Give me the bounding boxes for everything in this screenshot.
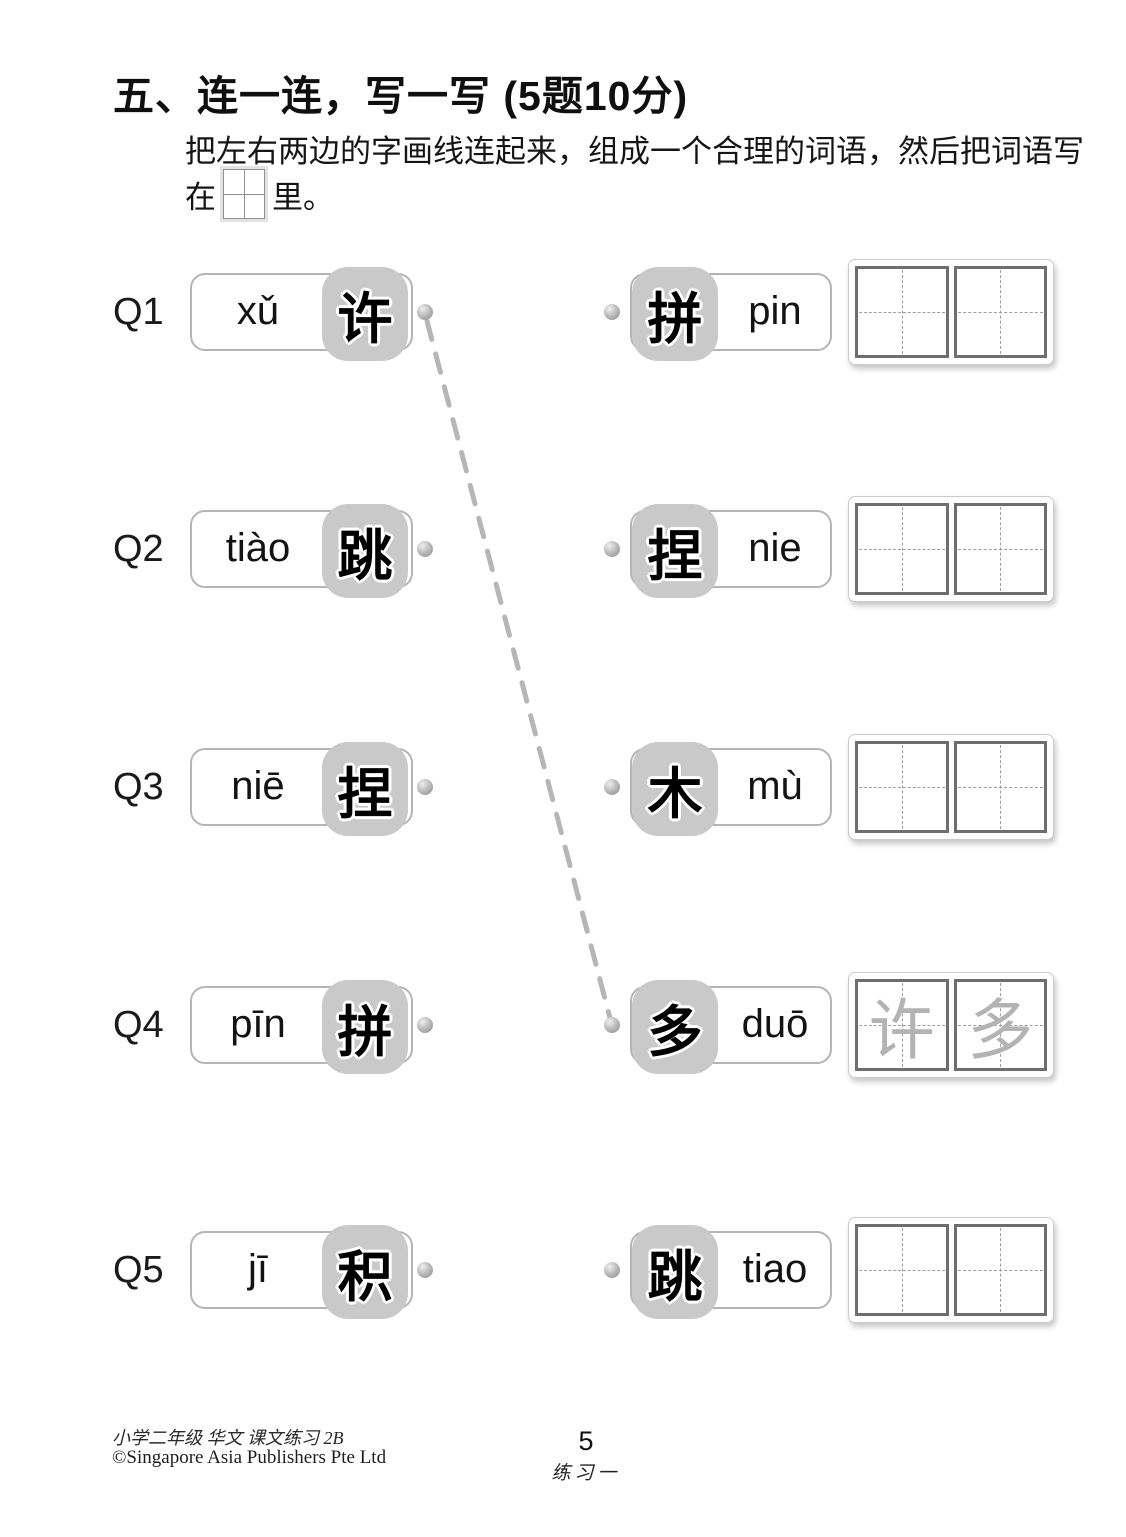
character-tile: 拼: [322, 980, 408, 1074]
connector-dot-left[interactable]: [417, 1262, 433, 1278]
question-label: Q1: [113, 291, 164, 333]
character-tile: 积: [322, 1225, 408, 1319]
connector-dot-right[interactable]: [604, 541, 620, 557]
right-card: 捏 nie: [630, 504, 832, 598]
writing-cell[interactable]: [953, 266, 1047, 358]
instruction-line-2-suffix: 里。: [272, 179, 334, 215]
pinyin-label: tiào: [225, 526, 291, 570]
footer-copyright: ©Singapore Asia Publishers Pte Ltd: [112, 1447, 387, 1468]
answer-character: [858, 506, 946, 592]
pinyin-label: duō: [741, 1002, 809, 1046]
character-tile: 木: [632, 742, 718, 836]
answer-character: [858, 1227, 946, 1313]
right-card: 多 duō: [630, 980, 832, 1074]
character-tile: 多: [632, 980, 718, 1074]
writing-cell[interactable]: [953, 503, 1047, 595]
connector-dot-right[interactable]: [604, 1262, 620, 1278]
writing-grid: [848, 259, 1054, 365]
writing-cell[interactable]: [953, 741, 1047, 833]
instruction-line-2: 在 里。: [185, 164, 334, 224]
writing-cell[interactable]: [855, 503, 949, 595]
character-tile: 跳: [322, 504, 408, 598]
question-row: Q5 jī 积 跳 tiao: [0, 1217, 1126, 1323]
pinyin-label: mù: [747, 764, 803, 808]
character-tile: 捏: [322, 742, 408, 836]
question-label: Q2: [113, 528, 164, 570]
character-tile: 跳: [632, 1225, 718, 1319]
left-card: pīn 拼: [190, 980, 413, 1074]
question-row: Q2 tiào 跳 捏 nie: [0, 496, 1126, 602]
writing-cell[interactable]: 多: [953, 979, 1047, 1071]
connector-dot-right[interactable]: [604, 1017, 620, 1033]
writing-cell[interactable]: [855, 741, 949, 833]
answer-character: [858, 744, 946, 830]
left-card: jī 积: [190, 1225, 413, 1319]
footer-exercise-label: 练习一: [551, 1463, 621, 1484]
connection-line: [424, 318, 613, 1021]
pinyin-label: xǔ: [236, 289, 280, 333]
question-row: Q3 niē 捏 木 mù: [0, 734, 1126, 840]
character-tile: 捏: [632, 504, 718, 598]
question-row: Q1 xǔ 许 拼 pin: [0, 259, 1126, 365]
right-card: 跳 tiao: [630, 1225, 832, 1319]
page-number: 5: [578, 1426, 594, 1456]
pinyin-label: pin: [748, 289, 802, 333]
answer-character: [957, 506, 1045, 592]
right-card: 木 mù: [630, 742, 832, 836]
question-label: Q3: [113, 766, 164, 808]
writing-cell[interactable]: 许: [855, 979, 949, 1071]
writing-cell[interactable]: [855, 1224, 949, 1316]
answer-character: [858, 269, 946, 355]
inline-grid-icon: [223, 169, 265, 219]
writing-cell[interactable]: [855, 266, 949, 358]
footer-book-title: 小学二年级 华文 课文练习 2B: [112, 1428, 344, 1448]
connector-dot-right[interactable]: [604, 304, 620, 320]
pinyin-label: niē: [231, 764, 285, 808]
pinyin-label: tiao: [742, 1247, 808, 1291]
character-tile: 拼: [632, 267, 718, 361]
answer-character: [957, 269, 1045, 355]
writing-grid: [848, 734, 1054, 840]
connector-dot-left[interactable]: [417, 304, 433, 320]
connector-dot-left[interactable]: [417, 779, 433, 795]
pinyin-label: pīn: [230, 1002, 286, 1046]
instruction-line-1: 把左右两边的字画线连起来，组成一个合理的词语，然后把词语写: [185, 134, 1084, 169]
left-card: tiào 跳: [190, 504, 413, 598]
left-card: niē 捏: [190, 742, 413, 836]
left-card: xǔ 许: [190, 267, 413, 361]
answer-character: 许: [868, 995, 935, 1068]
question-label: Q4: [113, 1004, 164, 1046]
writing-grid: [848, 1217, 1054, 1323]
answer-character: [957, 1227, 1045, 1313]
connector-dot-left[interactable]: [417, 1017, 433, 1033]
answer-character: [957, 744, 1045, 830]
pinyin-label: nie: [748, 526, 802, 570]
character-tile: 许: [322, 267, 408, 361]
pinyin-label: jī: [248, 1247, 268, 1291]
instruction-line-2-prefix: 在: [185, 179, 216, 215]
connector-dot-right[interactable]: [604, 779, 620, 795]
answer-character: 多: [967, 995, 1034, 1068]
writing-grid: [848, 496, 1054, 602]
writing-cell[interactable]: [953, 1224, 1047, 1316]
writing-grid: 许 多: [848, 972, 1054, 1078]
page-title: 五、连一连，写一写 (5题10分): [113, 73, 689, 119]
question-label: Q5: [113, 1249, 164, 1291]
right-card: 拼 pin: [630, 267, 832, 361]
question-row: Q4 pīn 拼 多 duō 许 多: [0, 972, 1126, 1078]
connector-dot-left[interactable]: [417, 541, 433, 557]
